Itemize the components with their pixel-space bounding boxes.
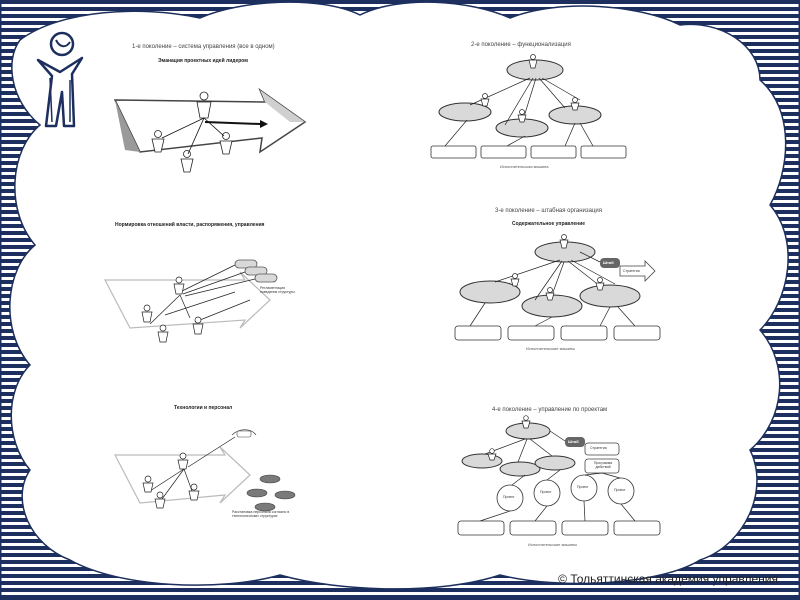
diagram-technology-personnel: Технологии и персонал Расстановка персон…: [100, 395, 330, 535]
panel-5-subtitle: Технологии и персонал: [174, 405, 233, 411]
technology-personnel-diagram: [114, 429, 296, 512]
panel-6-shtab-label: Штаб: [568, 439, 579, 444]
project-label-4: Проект: [614, 488, 626, 492]
diagram-generation-4: 4-е поколение – управление по проектам Ш…: [440, 395, 680, 555]
panel-4-title: 3-е поколение – штабная организация: [495, 208, 603, 214]
power-relations-diagram: [104, 259, 278, 343]
diagram-power-relations: Нормировка отношений власти, распоряжени…: [95, 210, 335, 380]
diagram-generation-3: 3-е поколение – штабная организация Соде…: [440, 200, 680, 370]
panel-5-note: Расстановка персонала согласно в техноло…: [232, 510, 290, 518]
project-management-diagram: [457, 415, 661, 536]
panel-4-shtab-label: Штаб: [603, 260, 614, 265]
panel-6-title: 4-е поколение – управление по проектам: [492, 407, 608, 413]
panel-6-strategy-label: Стратегия: [590, 446, 607, 450]
panel-4-strategy-label: Стратегия: [623, 269, 640, 273]
staff-organization-diagram: [454, 234, 661, 341]
panel-4-footer: Исполнительские машины: [526, 346, 576, 351]
functional-hierarchy-diagram: [430, 54, 627, 159]
diagram-generation-1: 1-е поколение – система управления (все …: [100, 30, 330, 190]
presenter-figure-icon: [30, 30, 90, 130]
project-label-2: Проект: [540, 490, 552, 494]
project-label-3: Проект: [577, 485, 589, 489]
panel-2-footer: Исполнительская машина: [500, 164, 549, 169]
copyright-notice: © Тольяттинская академия управления: [558, 572, 778, 586]
panel-3-note: Регламентация поведения структуры: [260, 286, 295, 294]
panel-6-programs-label: Программа действий: [593, 461, 613, 469]
panel-3-subtitle: Нормировка отношений власти, распоряжени…: [115, 222, 265, 228]
panel-1-title: 1-е поколение – система управления (все …: [132, 44, 275, 50]
panel-6-footer: Исполнительские машины: [528, 542, 578, 547]
panel-2-title: 2-е поколение – функционализация: [471, 42, 571, 48]
diagram-generation-2: 2-е поколение – функционализация Исполни…: [415, 30, 645, 190]
panel-1-subtitle: Эманация проектных идей лидером: [158, 58, 248, 64]
project-label-1: Проект: [503, 495, 515, 499]
panel-4-subtitle: Содержательное управление: [512, 221, 586, 227]
leader-arrow-diagram: [113, 87, 307, 173]
